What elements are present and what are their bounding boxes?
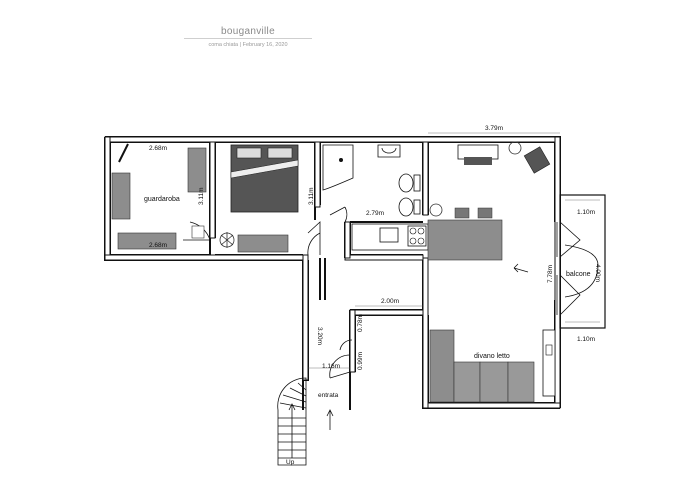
tv-screen (464, 157, 492, 165)
wall-fill-corridor (302, 254, 309, 381)
dim-passage-side: 0.78m (357, 314, 364, 332)
wall-fill-living-left (422, 257, 429, 409)
shower (322, 144, 354, 191)
door-bedroom (307, 221, 321, 256)
shelf-small (191, 225, 205, 239)
kitchen-furniture (351, 203, 503, 261)
plan-title: bouganville (221, 26, 275, 37)
balcony-arc (564, 244, 599, 298)
tv-stand (457, 144, 499, 160)
room-guardaroba: guardaroba (144, 196, 180, 203)
plan-subtitle: coma chiata | February 16, 2020 (208, 42, 288, 48)
stool-1 (454, 207, 470, 219)
dim-corridor: 3.20m (316, 327, 323, 345)
balcony (556, 194, 606, 329)
bidet (398, 197, 414, 217)
dim-bedroom-side: 3.11m (308, 187, 315, 205)
wall-fill-top (104, 136, 561, 143)
sofa-cushion-1 (453, 361, 481, 403)
stove (407, 225, 427, 247)
wall-fill-b-bath (314, 141, 321, 208)
bedroom-dresser (237, 234, 289, 253)
dim-top-width: 3.79m (485, 125, 503, 132)
title-rule (184, 38, 312, 39)
dim-bathroom-width: 2.79m (366, 210, 384, 217)
dim-passage-width: 2.00m (381, 298, 399, 305)
kitchen-sink (379, 227, 399, 243)
bath-sink (377, 144, 401, 158)
dim-balcony (565, 199, 600, 323)
dim-entry-width: 1.16m (322, 363, 340, 370)
guardaroba-furniture (111, 143, 207, 250)
pillow-right (267, 147, 293, 159)
wall-fill-living-bottom (422, 402, 561, 409)
balcony-outline (559, 194, 606, 329)
wardrobe-top (187, 147, 207, 193)
wall-fill-bath-liv (422, 141, 429, 216)
living-furniture (429, 141, 556, 403)
dim-guardaroba-top: 2.68m (149, 145, 167, 152)
dim-guardaroba-bottom: 2.68m (149, 242, 167, 249)
stairs-up-label: Up (286, 459, 295, 466)
door-entry (329, 354, 351, 379)
dimension-lines (308, 132, 600, 369)
wall-fill-bottom (104, 254, 306, 261)
guitar-icon (118, 143, 129, 163)
door-living (339, 339, 353, 351)
sofa-cushion-2 (479, 361, 509, 403)
sofa-cushion-3 (507, 361, 535, 403)
bedroom-furniture (219, 144, 299, 253)
toilet (398, 173, 414, 193)
wall-fill (104, 136, 561, 409)
room-balcone: balcone (566, 271, 591, 278)
kitchen-island (427, 219, 503, 261)
wall-fill-g-b (209, 141, 216, 239)
bed-blanket-fold (230, 159, 299, 179)
plant-leaves (220, 232, 234, 248)
dim-balcony-bottom: 1.10m (577, 336, 595, 343)
dim-guardaroba-side: 3.11m (198, 187, 205, 205)
stair-outline (277, 377, 307, 466)
corridor-right (319, 258, 326, 300)
doors (183, 206, 353, 379)
stair-arrow (288, 403, 296, 458)
bathroom-fixtures (322, 144, 421, 217)
shower-drain (339, 158, 343, 162)
toilet-tank (413, 174, 421, 192)
wall-fill-kitchen-bottom (344, 254, 424, 261)
dim-balcony-top: 1.10m (577, 209, 595, 216)
pillow-left (236, 147, 262, 159)
armchair (523, 146, 551, 174)
wall-fill-kitchen-left (344, 221, 351, 259)
plant-living-icon (508, 141, 522, 155)
wall-fill-passage-left (349, 309, 356, 373)
sofa-bed-back (429, 329, 455, 403)
labels: 3.79m 2.68m guardaroba 2.68m 3.11m 3.11m… (144, 125, 601, 466)
staircase (277, 377, 334, 466)
door-bath (329, 206, 348, 223)
sideboard-lamp (545, 344, 553, 356)
stool-2 (477, 207, 493, 219)
wardrobe-bottom (117, 232, 177, 250)
room-divano-letto: divano letto (474, 353, 510, 360)
plant-kitchen-icon (429, 203, 443, 217)
wall-fill-left (104, 136, 111, 261)
entry-arrow (326, 409, 334, 430)
wardrobe-left (111, 172, 131, 220)
balcony-window-1 (556, 221, 581, 258)
sideboard (542, 329, 556, 397)
dim-entry-side: 0.99m (357, 352, 364, 370)
room-entrata: entrata (318, 392, 339, 399)
entry-walls (302, 372, 351, 410)
living-arrow-icon (513, 263, 529, 273)
bidet-tank (413, 199, 421, 215)
dim-living-height: 7.78m (547, 265, 554, 283)
dim-balcony-side: 4.00m (594, 264, 601, 282)
balcony-window-2 (556, 274, 581, 316)
wall-fill-right (554, 136, 561, 409)
